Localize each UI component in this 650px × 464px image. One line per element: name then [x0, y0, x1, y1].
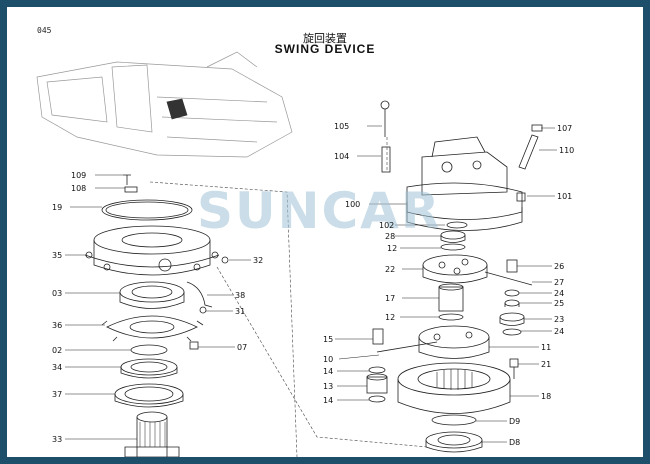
pinion-shaft-33	[124, 411, 180, 457]
part-label-104: 104	[334, 152, 350, 161]
gear-17	[438, 283, 464, 312]
bearing-D8	[425, 431, 483, 453]
part-label-12a: 12	[387, 244, 398, 253]
part-label-34: 34	[52, 363, 63, 372]
assembly-guide-lines	[149, 137, 428, 457]
plug-07	[189, 341, 199, 350]
pipe-104	[381, 146, 391, 173]
part-label-27: 27	[554, 278, 565, 287]
part-label-110: 110	[559, 146, 575, 155]
part-label-02: 02	[52, 346, 63, 355]
diagram-title-chinese: 旋回装置	[303, 32, 347, 45]
gear-23	[499, 312, 525, 326]
part-label-17: 17	[385, 294, 396, 303]
gear-13	[366, 373, 388, 394]
gear-28	[440, 230, 466, 243]
part-label-36: 36	[52, 321, 63, 330]
bolt-21	[509, 358, 519, 379]
excavator-outline	[36, 51, 293, 158]
dipstick-105	[380, 100, 390, 137]
washer-14b	[368, 395, 386, 403]
needle-bearing-25	[504, 299, 520, 307]
bolt-109	[123, 174, 131, 185]
part-label-23: 23	[554, 315, 565, 324]
part-label-37: 37	[52, 390, 63, 399]
part-label-d9: D9	[509, 417, 521, 426]
part-label-38: 38	[235, 291, 246, 300]
suncar-watermark: SUNCAR	[197, 182, 442, 240]
part-label-14b: 14	[323, 396, 334, 405]
part-label-28: 28	[385, 232, 396, 241]
part-label-24a: 24	[554, 289, 565, 298]
bolt-32	[221, 256, 229, 264]
o-ring-02	[130, 344, 168, 356]
part-label-32: 32	[253, 256, 264, 265]
part-label-10: 10	[323, 355, 334, 364]
exploded-view-drawing	[36, 51, 557, 457]
bolt-101	[516, 192, 526, 202]
part-label-13: 13	[323, 382, 334, 391]
seal-D9	[431, 414, 477, 426]
ring-12a	[440, 243, 466, 251]
part-label-14a: 14	[323, 367, 334, 376]
part-label-102: 102	[379, 221, 395, 230]
seal-ring-19	[101, 199, 193, 221]
washer-14a	[368, 366, 386, 374]
housing-35	[84, 225, 220, 276]
part-label-21: 21	[541, 360, 552, 369]
part-label-15: 15	[323, 335, 334, 344]
pin-26	[506, 259, 518, 273]
washer-24a	[504, 289, 520, 297]
part-label-03: 03	[52, 289, 63, 298]
part-label-101: 101	[557, 192, 573, 201]
shaft-10	[376, 341, 438, 353]
part-label-24b: 24	[554, 327, 565, 336]
carrier-22	[422, 254, 488, 284]
page-number: 045	[37, 26, 52, 35]
part-label-11: 11	[541, 343, 552, 352]
cap-107	[531, 124, 543, 132]
swing-motor-100	[406, 136, 523, 231]
part-label-105: 105	[334, 122, 350, 131]
bearing-37	[114, 383, 184, 408]
part-label-108: 108	[71, 184, 87, 193]
ring-gear-18	[397, 362, 511, 414]
part-label-12b: 12	[385, 313, 396, 322]
seal-102	[446, 221, 468, 229]
pin-15	[372, 328, 384, 345]
carrier-11	[418, 325, 490, 359]
part-label-25: 25	[554, 299, 565, 308]
part-label-18: 18	[541, 392, 552, 401]
bearing-03	[119, 281, 185, 309]
part-label-26: 26	[554, 262, 565, 271]
part-label-107: 107	[557, 124, 573, 133]
part-label-100: 100	[345, 200, 361, 209]
part-label-d8: D8	[509, 438, 521, 447]
parts-diagram-sheet: 045 旋回装置 SWING DEVICE	[7, 7, 643, 457]
seal-34	[120, 358, 178, 379]
hose-38	[186, 281, 213, 308]
part-label-31: 31	[235, 307, 246, 316]
shaft-27	[484, 271, 533, 286]
washer-108	[124, 186, 138, 193]
part-label-19: 19	[52, 203, 63, 212]
part-label-109: 109	[71, 171, 87, 180]
pipe-110	[518, 134, 539, 170]
part-label-07: 07	[237, 343, 248, 352]
diagram-title: SWING DEVICE	[274, 42, 376, 56]
ring-12b	[438, 313, 464, 321]
part-label-33: 33	[52, 435, 63, 444]
gear-plate-36	[101, 315, 204, 342]
label-leader-lines	[65, 125, 557, 443]
washer-24b	[502, 328, 522, 336]
plug-31	[199, 306, 207, 314]
part-label-35: 35	[52, 251, 63, 260]
part-label-22: 22	[385, 265, 396, 274]
